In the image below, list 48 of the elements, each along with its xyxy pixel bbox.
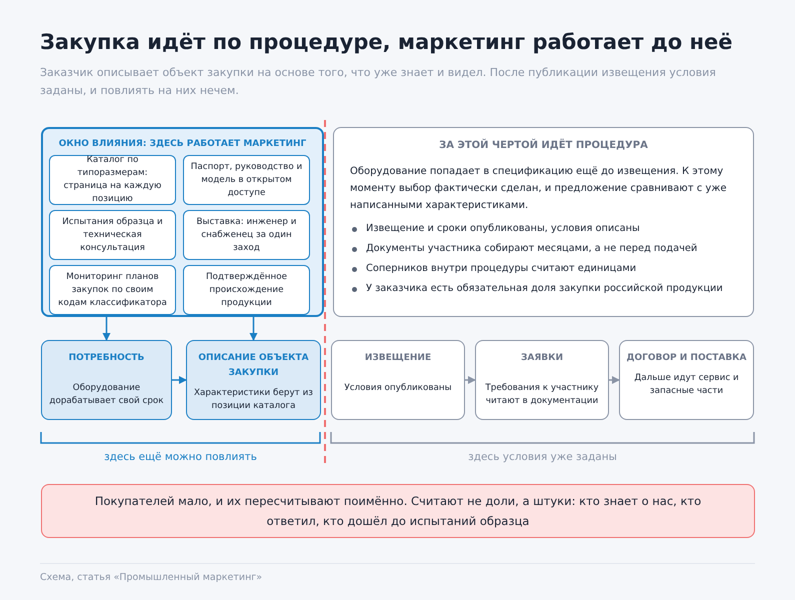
tactic-text: Мониторинг планов закупок по своим кодам классификатора [57, 270, 168, 310]
title: Закупка идёт по процедуре, маркетинг работает до неё [40, 30, 733, 54]
note-box [41, 484, 755, 538]
bullet-item: Извещение и сроки опубликованы, условия описаны [350, 222, 737, 236]
tactic-box [183, 155, 310, 205]
heading: ИЗВЕЩЕНИЕ [364, 352, 432, 365]
tactic-text: Выставка: инженер и снабженец за один заход [195, 216, 298, 254]
influence-window-panel [41, 127, 324, 317]
arrow [250, 317, 258, 341]
description-text: Требования к участнику читают в документации [484, 382, 600, 408]
bullet-item: Документы участника собирают месяцами, а не перед подачей [350, 242, 737, 256]
tactic-box [49, 265, 176, 315]
tactic-box [183, 265, 310, 315]
arrow [102, 317, 110, 341]
tactic-text: Испытания образца и техническая консультация [61, 216, 164, 254]
heading: ЗА ЭТОЙ ЧЕРТОЙ ИДЁТ ПРОЦЕДУРА [439, 138, 648, 153]
bullet-item: У заказчика есть обязательная доля закупки российской продукции [350, 282, 737, 296]
bracket-label: здесь условия уже заданы [467, 451, 618, 463]
heading: ДОГОВОР И ПОСТАВКА [626, 352, 747, 365]
stage-box [41, 340, 172, 420]
procedure-panel [333, 127, 754, 317]
footer-caption: Схема, статья «Промышленный маркетинг» [40, 572, 262, 583]
stage-box [186, 340, 321, 420]
description-text: Характеристики берут из позиции каталога [193, 387, 314, 413]
tactic-box [49, 210, 176, 260]
heading: ЗАЯВКИ [520, 352, 564, 365]
tactic-box [183, 210, 310, 260]
heading: ОКНО ВЛИЯНИЯ: ЗДЕСЬ РАБОТАЕТ МАРКЕТИНГ [58, 138, 306, 151]
arrow [172, 376, 187, 384]
description-text: Оборудование попадает в спецификацию ещё до извещения. К этому моменту выбор фактически сделан, и предложение сравнивают с уже написанными характеристиками. [350, 165, 728, 213]
description-text: Оборудование дорабатывает свой срок [48, 382, 165, 408]
stage-box [475, 340, 609, 420]
arrow [609, 376, 620, 384]
description-text: Дальше идут сервис и запасные части [633, 372, 740, 398]
arrow [465, 376, 476, 384]
tactic-text: Подтверждённое происхождение продукции [204, 270, 288, 310]
bullet-item: Соперников внутри процедуры считают единицами [350, 262, 737, 276]
heading: ПОТРЕБНОСТЬ [68, 352, 144, 365]
subtitle: Заказчик описывает объект закупки на основе того, что уже знает и видел. После публикации извещения условия заданы, и повлиять на них нечем. [40, 65, 717, 99]
note-text: Покупателей мало, и их пересчитывают поимённо. Считают не доли, а штуки: кто знает о нас, кто ответил, кто дошёл до испытаний образца [94, 493, 702, 530]
tactic-text: Паспорт, руководство и модель в открытом доступе [190, 160, 303, 200]
description-text: Условия опубликованы [343, 382, 453, 395]
stage-box [619, 340, 754, 420]
heading: ОПИСАНИЕ ОБЪЕКТА ЗАКУПКИ [197, 352, 310, 380]
tactic-box [49, 155, 176, 205]
stage-box [331, 340, 465, 420]
tactic-text: Каталог по типоразмерам: страница на каждую позицию [62, 154, 162, 206]
bracket-label: здесь ещё можно повлиять [103, 451, 258, 463]
